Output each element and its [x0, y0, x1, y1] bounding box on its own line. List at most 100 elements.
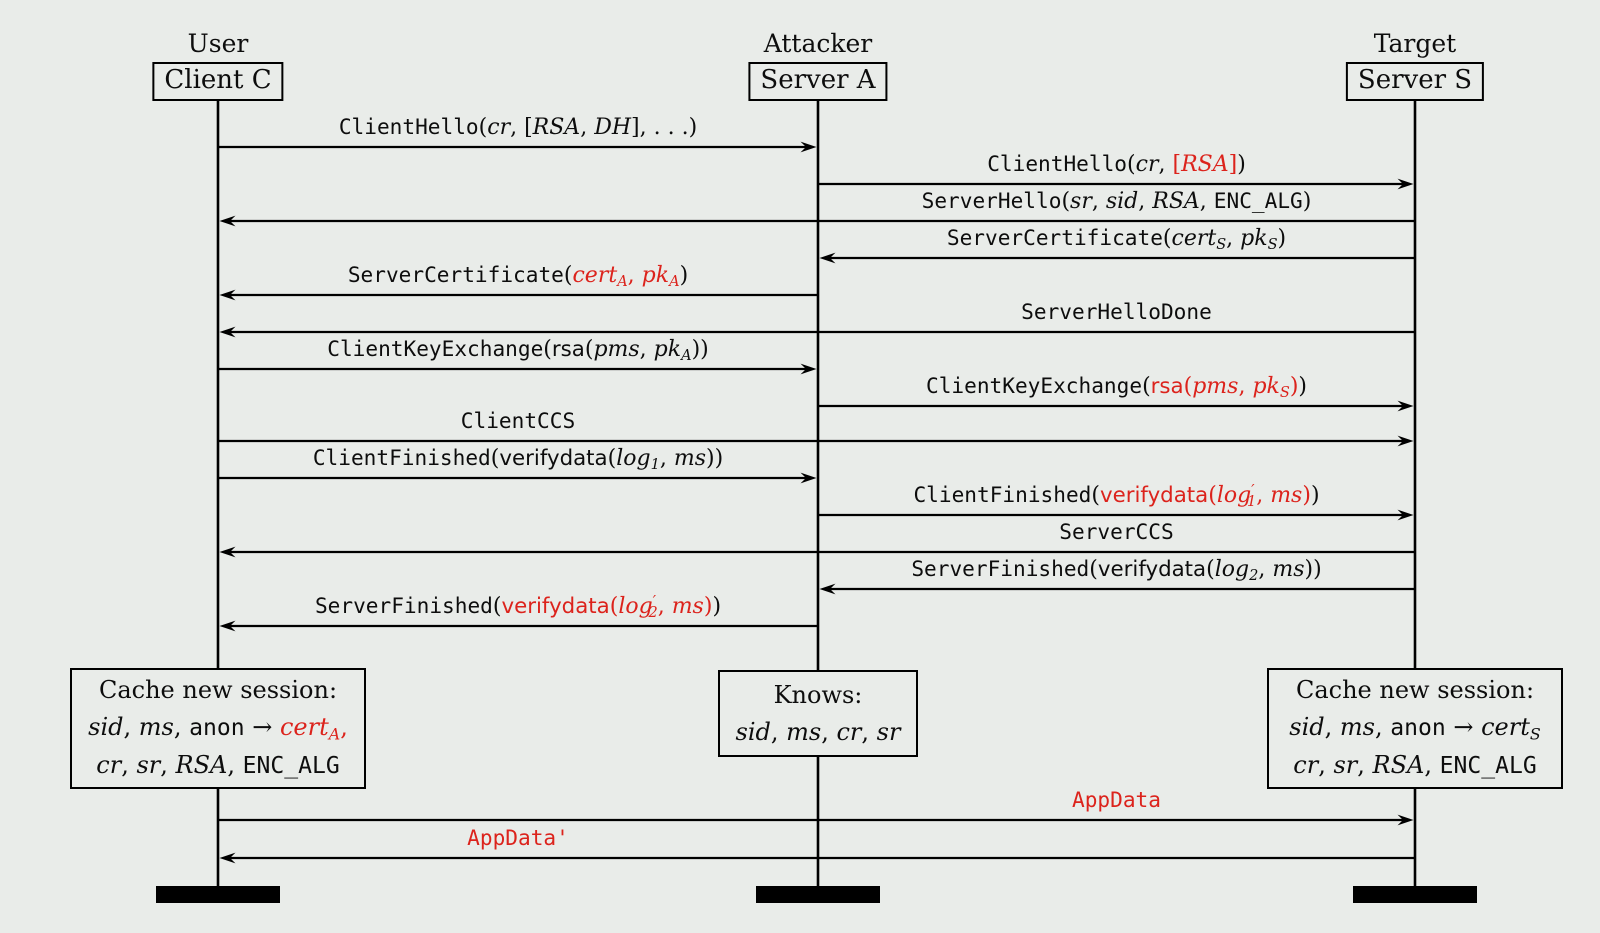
message-4-label: ServerCertificate(certA, pkA) — [348, 260, 688, 290]
actor-name-box: Server S — [1345, 62, 1485, 101]
subscript: S — [1216, 237, 1227, 254]
text-segment: ClientCCS — [460, 408, 576, 433]
text-segment: ClientFinished — [312, 445, 491, 470]
actor-role-label: Attacker — [763, 29, 873, 58]
text-segment: ServerCCS — [1059, 519, 1174, 544]
text-segment: pms — [593, 337, 640, 362]
termination-bar-S — [1353, 886, 1477, 903]
text-segment: , [ — [510, 115, 533, 140]
text-segment: cr — [1293, 751, 1319, 779]
text-segment: ServerHello — [921, 188, 1062, 213]
text-segment: sid — [1105, 189, 1139, 214]
text-segment: pk — [1252, 374, 1280, 399]
text-segment: ) — [703, 594, 713, 619]
text-segment: ) — [1277, 226, 1287, 251]
message-1-label: ClientHello(cr, [RSA]) — [987, 149, 1246, 179]
text-segment: ) — [1302, 483, 1311, 508]
note-line: sid, ms, anon → certA, — [88, 709, 348, 747]
text-segment: ServerFinished — [911, 556, 1090, 581]
text-segment: verifydata — [1097, 557, 1207, 582]
note-box-A: Knows: sid, ms, cr, sr — [718, 670, 918, 757]
text-segment: , — [861, 717, 877, 746]
text-segment: , — [1256, 483, 1271, 508]
message-15-label: AppData' — [467, 823, 569, 853]
text-segment: cr — [836, 717, 862, 746]
actor-role-label: Target — [1373, 29, 1457, 58]
text-segment: , — [1424, 751, 1440, 779]
text-segment: , — [1357, 751, 1373, 779]
text-segment: ( — [609, 594, 619, 619]
note-line: sid, ms, cr, sr — [736, 714, 901, 751]
note-line: sid, ms, anon → certS — [1289, 709, 1540, 747]
text-segment: ) — [1310, 483, 1320, 508]
message-0-label: ClientHello(cr, [RSA, DH], . . .) — [339, 112, 697, 142]
message-14-arrowhead — [1397, 814, 1414, 826]
text-segment: ) — [679, 263, 689, 288]
message-1-arrowhead — [1397, 178, 1414, 190]
text-segment: ServerCertificate — [946, 225, 1163, 250]
subscript: S — [1267, 237, 1278, 254]
actor-header-client: User Client C — [152, 31, 284, 101]
note-line: Cache new session: — [1296, 672, 1534, 709]
subscript: A — [669, 274, 680, 291]
text-segment: Knows: — [773, 680, 863, 709]
message-9-label: ClientFinished(verifydata(log1, ms)) — [313, 443, 723, 473]
text-segment: , — [1091, 189, 1106, 214]
text-segment: pk — [1240, 226, 1268, 251]
text-segment: anon — [189, 715, 245, 741]
text-segment: ClientKeyExchange — [327, 336, 544, 361]
text-segment: ( — [543, 337, 552, 362]
text-segment: , — [1226, 226, 1241, 251]
text-segment: pms — [1192, 374, 1239, 399]
subscript: 2 — [648, 605, 658, 622]
text-segment: , — [659, 446, 674, 471]
note-line: cr, sr, RSA, ENC_ALG — [96, 747, 339, 785]
message-8-label: ClientCCS — [461, 406, 575, 436]
message-0-arrowhead — [800, 141, 817, 153]
text-segment: , — [227, 751, 243, 779]
text-segment: , — [639, 337, 654, 362]
text-segment: , — [627, 263, 642, 288]
message-11-label: ServerCCS — [1059, 517, 1173, 547]
message-10-arrowhead — [1397, 509, 1414, 521]
subscript: 1 — [650, 457, 660, 474]
actor-header-target: Target Server S — [1345, 29, 1485, 101]
message-13-label: ServerFinished(verifydata(log′2, ms)) — [315, 591, 721, 621]
text-segment: , — [1374, 713, 1391, 741]
text-segment: → — [244, 713, 280, 741]
subscript: S — [1529, 724, 1541, 744]
text-segment: Cache new session: — [1295, 676, 1535, 704]
termination-bar-C — [156, 886, 280, 903]
text-segment: ( — [478, 115, 488, 140]
text-segment: ServerHelloDone — [1021, 299, 1212, 324]
text-segment: AppData — [1072, 787, 1161, 812]
message-3-arrowhead — [819, 252, 836, 264]
text-segment: cr — [1135, 152, 1159, 177]
note-box-C: Cache new session:sid, ms, anon → certA,… — [70, 668, 366, 789]
text-segment: sr — [876, 717, 901, 746]
text-segment: ms — [138, 713, 174, 741]
text-segment: AppData' — [467, 825, 569, 850]
message-2-arrowhead — [219, 215, 236, 227]
text-segment: anon — [1390, 715, 1446, 741]
text-segment: ms — [786, 717, 822, 746]
text-segment: ) — [1302, 189, 1312, 214]
text-segment: ENC_ALG — [1213, 188, 1303, 213]
actor-name-box: Server A — [748, 62, 888, 101]
text-segment: ClientHello — [338, 114, 479, 139]
text-segment: RSA — [1152, 189, 1200, 214]
message-5-label: ServerHelloDone — [1021, 297, 1212, 327]
text-segment: RSA — [1181, 152, 1229, 177]
text-segment: ms — [1272, 557, 1305, 582]
message-3-label: ServerCertificate(certS, pkS) — [947, 223, 1286, 253]
message-12-arrowhead — [819, 583, 836, 595]
text-segment: ms — [673, 446, 706, 471]
text-segment: ServerFinished — [314, 593, 493, 618]
text-segment: ( — [563, 263, 573, 288]
message-2-label: ServerHello(sr, sid, RSA, ENC_ALG) — [922, 186, 1312, 216]
text-segment: sid — [88, 713, 124, 741]
text-segment: ] — [1228, 152, 1238, 177]
text-segment: rsa — [1150, 374, 1184, 399]
note-line: Knows: — [774, 677, 863, 714]
